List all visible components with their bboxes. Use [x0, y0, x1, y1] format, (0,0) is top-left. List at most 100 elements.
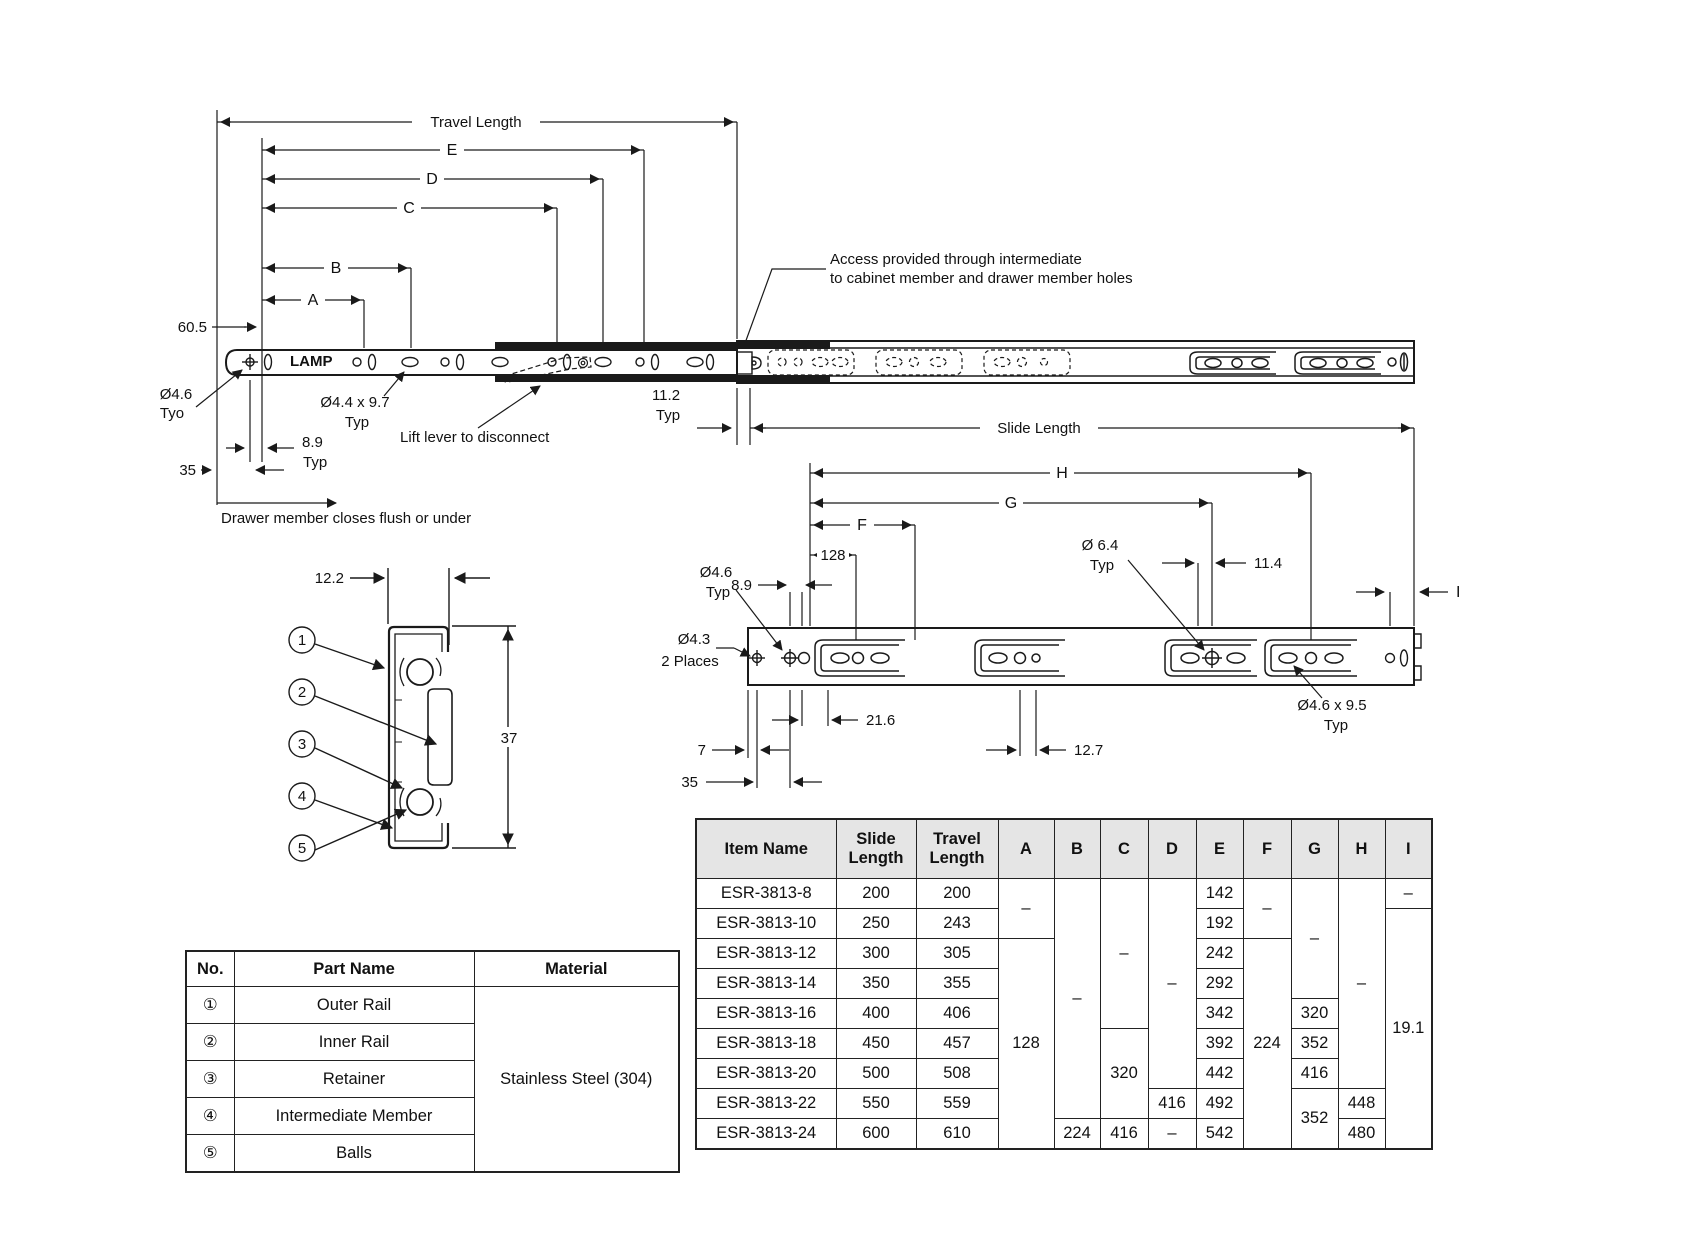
access-slot-group	[767, 349, 1071, 376]
val-b: –	[1053, 878, 1101, 1119]
lift-lever-note: Lift lever to disconnect	[400, 429, 550, 446]
slide-length: 200	[835, 878, 917, 909]
col-e: E	[1195, 818, 1244, 879]
table-row: ESR-3813-16 400 406 342 320	[695, 998, 1432, 1029]
val-e: 342	[1195, 998, 1244, 1029]
dim-12-2: 12.2	[315, 570, 344, 587]
item-name: ESR-3813-20	[695, 1058, 837, 1089]
part-name: Outer Rail	[233, 986, 475, 1024]
slide-length: 250	[835, 908, 917, 939]
dim-slide-length: Slide Length	[997, 420, 1080, 437]
dia-6-4-label: Ø 6.4	[1082, 537, 1119, 554]
dia-4-4-label: Ø4.4 x 9.7	[320, 394, 389, 411]
dim-c: C	[403, 200, 415, 217]
dim-travel-length: Travel Length	[430, 114, 521, 131]
parts-row: ③ Retainer	[185, 1060, 679, 1098]
col-item-name: Item Name	[695, 818, 837, 879]
slide-length: 450	[835, 1028, 917, 1059]
svg-text:5: 5	[298, 840, 306, 857]
col-c: C	[1099, 818, 1149, 879]
item-name: ESR-3813-8	[695, 878, 837, 909]
table-row: ESR-3813-14 350 355 292	[695, 968, 1432, 999]
callout-4: 4	[288, 782, 394, 830]
part-name: Intermediate Member	[233, 1097, 475, 1135]
dim-21-6: 21.6	[866, 712, 895, 729]
val-e: 292	[1195, 968, 1244, 999]
parts-table-header: No. Part Name Material	[185, 950, 680, 987]
slide-length: 500	[835, 1058, 917, 1089]
col-travel-length: Travel Length	[915, 818, 999, 879]
dim-8-9-typ: Typ	[303, 454, 327, 471]
col-d: D	[1147, 818, 1197, 879]
dim-8-9-top: 8.9	[302, 434, 323, 451]
mount-slot-brackets-top	[1189, 351, 1409, 375]
dia-4-6-label: Ø4.6	[160, 386, 193, 403]
dia-4-3-label: Ø4.3	[678, 631, 711, 648]
callout-3: 3	[288, 730, 404, 789]
svg-text:4: 4	[298, 788, 306, 805]
table-row: ESR-3813-20 500 508 442 416	[695, 1058, 1432, 1089]
val-c: 416	[1099, 1118, 1149, 1150]
val-g: 320	[1290, 998, 1339, 1029]
table-row: ESR-3813-10 250 243 192 19.1	[695, 908, 1433, 1150]
val-a: 128	[997, 938, 1055, 1150]
dia-4-6x9-5-typ: Typ	[1324, 717, 1348, 734]
val-e: 392	[1195, 1028, 1244, 1059]
dim-128: 128	[820, 547, 845, 564]
item-name: ESR-3813-16	[695, 998, 837, 1029]
parts-col-no: No.	[185, 950, 235, 987]
table-row: ESR-3813-24 600 610 224 416 – 542 480	[695, 1118, 1432, 1150]
item-name: ESR-3813-12	[695, 938, 837, 969]
part-no: ③	[185, 1060, 235, 1098]
travel-length: 200	[915, 878, 999, 909]
dim-8-9-bottom: 8.9	[731, 577, 752, 594]
val-f: 224	[1242, 938, 1292, 1150]
dim-12-7: 12.7	[1074, 742, 1103, 759]
dimension-table: Item Name Slide Length Travel Length A B…	[695, 818, 1433, 1150]
col-i: I	[1384, 818, 1433, 879]
table-row: ESR-3813-12 300 305 128 242 224	[695, 938, 1432, 1150]
part-no: ①	[185, 986, 235, 1024]
val-e: 192	[1195, 908, 1244, 939]
parts-col-name: Part Name	[233, 950, 475, 987]
travel-length: 610	[915, 1118, 999, 1150]
callout-5: 5	[288, 808, 408, 862]
table-row: ESR-3813-18 450 457 320 392 352	[695, 1028, 1432, 1119]
dia-6-4-typ: Typ	[1090, 557, 1114, 574]
travel-length: 305	[915, 938, 999, 969]
val-e: 492	[1195, 1088, 1244, 1119]
val-h: –	[1337, 878, 1386, 1089]
dim-11-2-typ: Typ	[656, 407, 680, 424]
col-a: A	[997, 818, 1055, 879]
col-g: G	[1290, 818, 1339, 879]
travel-length: 457	[915, 1028, 999, 1059]
col-b: B	[1053, 818, 1101, 879]
svg-text:3: 3	[298, 736, 306, 753]
inner-rail-holes	[242, 353, 715, 371]
item-name: ESR-3813-10	[695, 908, 837, 939]
dim-11-2: 11.2	[652, 387, 680, 404]
dim-35-top: 35	[179, 462, 196, 479]
dia-4-6-bottom-label: Ø4.6	[700, 564, 733, 581]
part-no: ⑤	[185, 1134, 235, 1173]
part-no: ④	[185, 1097, 235, 1135]
part-no: ②	[185, 1023, 235, 1061]
val-i: –	[1384, 878, 1433, 909]
travel-length: 355	[915, 968, 999, 999]
dim-a: A	[308, 292, 319, 309]
val-e: 542	[1195, 1118, 1244, 1150]
dia-4-4-typ: Typ	[345, 414, 369, 431]
access-note-line2: to cabinet member and drawer member hole…	[830, 270, 1133, 287]
table-row: ESR-3813-8 200 200 – – – – 142 – – – –	[695, 878, 1433, 1119]
dia-4-6-bottom-typ: Typ	[706, 584, 730, 601]
table-row: ESR-3813-22 550 559 416 492 352 448	[695, 1088, 1432, 1150]
callout-1: 1	[288, 626, 386, 671]
cross-section-drawing: 12.2 37 1 2	[288, 568, 522, 862]
parts-table: No. Part Name Material ① Outer Rail Stai…	[185, 950, 680, 1173]
val-a: –	[997, 878, 1055, 939]
travel-length: 406	[915, 998, 999, 1029]
part-material: Stainless Steel (304)	[473, 986, 680, 1173]
dim-7: 7	[698, 742, 706, 759]
top-dimensions: Travel Length E D C B A 60.5	[160, 110, 1415, 626]
